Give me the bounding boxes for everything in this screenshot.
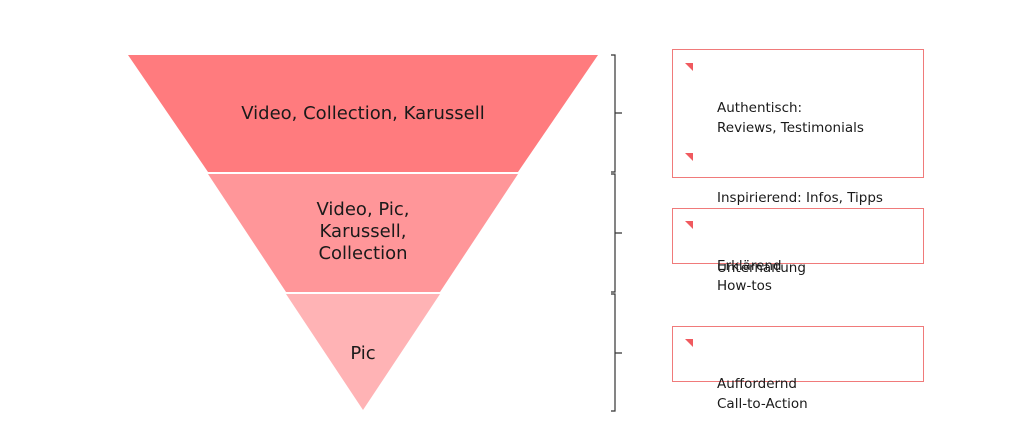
- triangle-bullet-icon: [685, 153, 693, 161]
- funnel-level-middle: [208, 174, 518, 292]
- funnel-label-middle: Video, Pic, Karussell, Collection: [316, 199, 410, 264]
- info-item-text: Authentisch: Reviews, Testimonials: [717, 100, 864, 136]
- funnel-level-top: [128, 55, 598, 172]
- info-item-text: Auffordernd Call-to-Action: [717, 376, 808, 412]
- bracket-bottom: [611, 293, 622, 412]
- info-item: Authentisch: Reviews, Testimonials: [685, 58, 913, 138]
- info-item-text: Erklärend How-tos: [717, 258, 782, 294]
- info-box-bottom: Auffordernd Call-to-Action: [672, 326, 924, 412]
- funnel-label-top: Video, Collection, Karussell: [241, 103, 485, 124]
- info-item: Erklärend How-tos: [685, 216, 913, 296]
- bracket-top: [611, 54, 622, 173]
- funnel-label-bottom: Pic: [350, 343, 376, 364]
- info-item-text: Unterhaltung: [717, 260, 806, 276]
- info-box-middle: Erklärend How-tos: [672, 208, 924, 294]
- info-item: Inspirierend: Infos, Tipps: [685, 148, 913, 208]
- triangle-bullet-icon: [685, 339, 693, 347]
- bracket-middle: [611, 173, 622, 293]
- triangle-bullet-icon: [685, 221, 693, 229]
- info-item: Auffordernd Call-to-Action: [685, 334, 913, 414]
- info-item-text: Inspirierend: Infos, Tipps: [717, 190, 883, 206]
- funnel-level-bottom: [286, 294, 440, 410]
- triangle-bullet-icon: [685, 63, 693, 71]
- info-box-top: Authentisch: Reviews, Testimonials Inspi…: [672, 49, 924, 276]
